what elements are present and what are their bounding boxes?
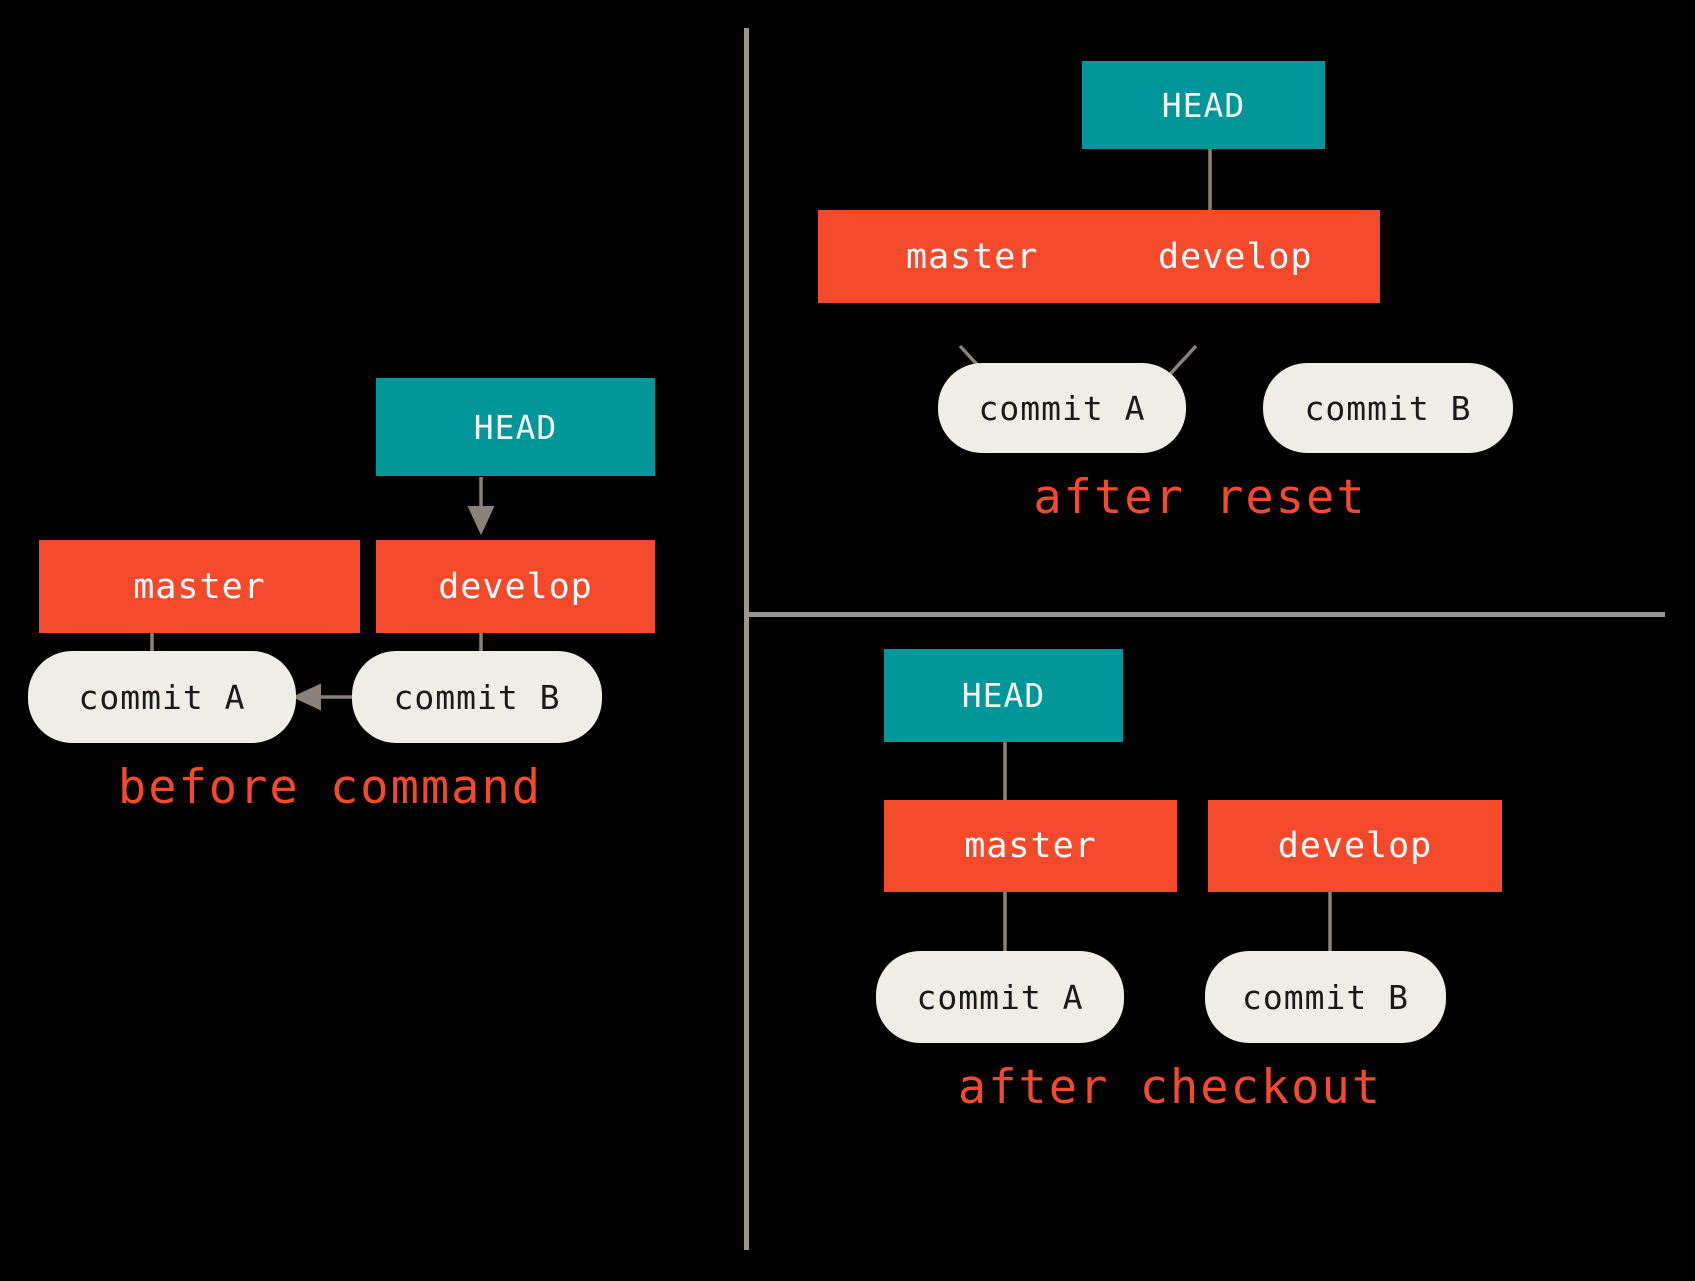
checkout-branch-master: master [884,800,1177,892]
checkout-commit-b-label: commit B [1242,977,1409,1017]
reset-commit-b-label: commit B [1304,388,1472,428]
before-branch-master-label: master [133,566,266,607]
reset-commit-a-label: commit A [978,388,1146,428]
reset-head-label: HEAD [1161,85,1246,125]
checkout-branch-develop: develop [1208,800,1502,892]
before-commit-b-label: commit B [393,677,561,717]
checkout-head-label: HEAD [961,676,1046,715]
checkout-commit-a-label: commit A [916,977,1084,1017]
before-head-label: HEAD [473,407,558,447]
checkout-commit-b: commit B [1205,951,1446,1043]
reset-head-box: HEAD [1082,61,1325,149]
horizontal-divider [744,612,1665,617]
checkout-caption: after checkout [957,1060,1383,1115]
before-commit-b: commit B [352,651,602,743]
reset-caption: after reset [1033,470,1367,525]
checkout-branch-master-label: master [964,826,1097,866]
reset-branch-bar: master develop [818,210,1380,303]
reset-commit-b: commit B [1263,363,1513,453]
reset-branch-master-label: master [906,236,1039,277]
vertical-divider [744,28,749,1250]
before-branch-develop-label: develop [438,566,593,607]
checkout-branch-develop-label: develop [1277,826,1433,866]
reset-branch-develop-label: develop [1158,236,1313,277]
before-branch-develop: develop [376,540,655,633]
checkout-commit-a: commit A [876,951,1124,1043]
before-commit-a-label: commit A [78,677,246,717]
before-head-box: HEAD [376,378,655,476]
before-branch-master: master [39,540,360,633]
checkout-head-box: HEAD [884,649,1123,742]
before-caption: before command [117,760,543,815]
before-commit-a: commit A [28,651,296,743]
reset-commit-a: commit A [938,363,1186,453]
